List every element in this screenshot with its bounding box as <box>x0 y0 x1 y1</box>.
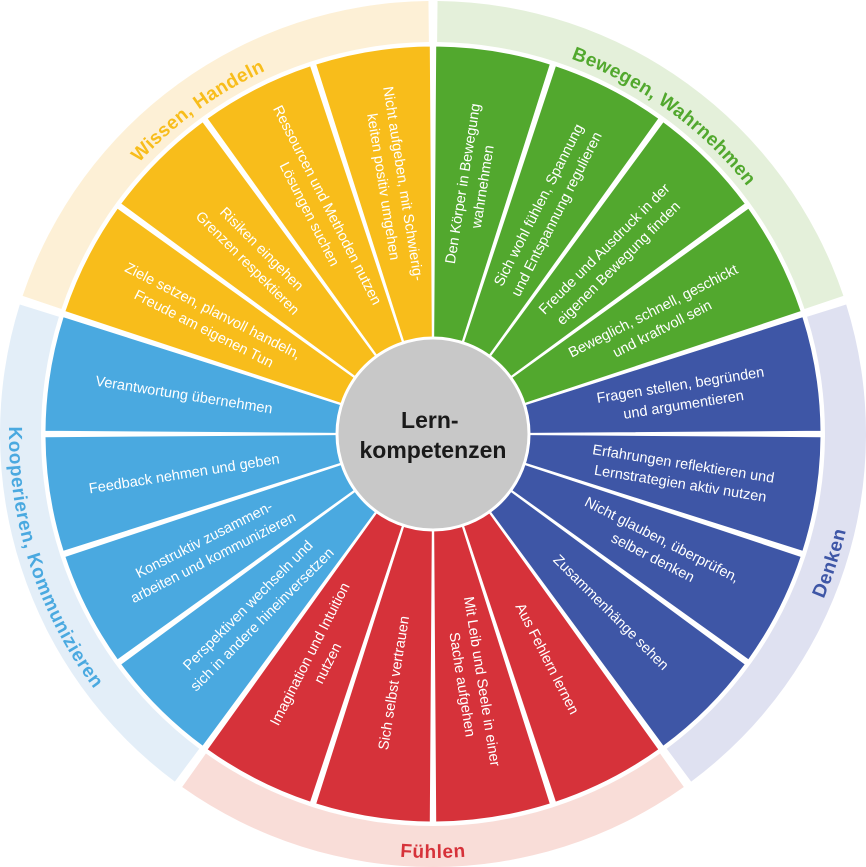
category-ring <box>666 304 866 782</box>
category-ring <box>437 1 844 309</box>
category-label: Fühlen <box>400 841 467 863</box>
center-title: Lern- kompetenzen <box>360 407 507 463</box>
category-ring <box>182 753 684 867</box>
center-title-line: kompetenzen <box>360 437 507 463</box>
category-ring <box>22 1 429 309</box>
center-title-line: Lern- <box>401 407 459 433</box>
center-circle <box>335 336 531 532</box>
center-hub: Lern- kompetenzen <box>335 336 531 532</box>
category-ring <box>0 304 200 782</box>
